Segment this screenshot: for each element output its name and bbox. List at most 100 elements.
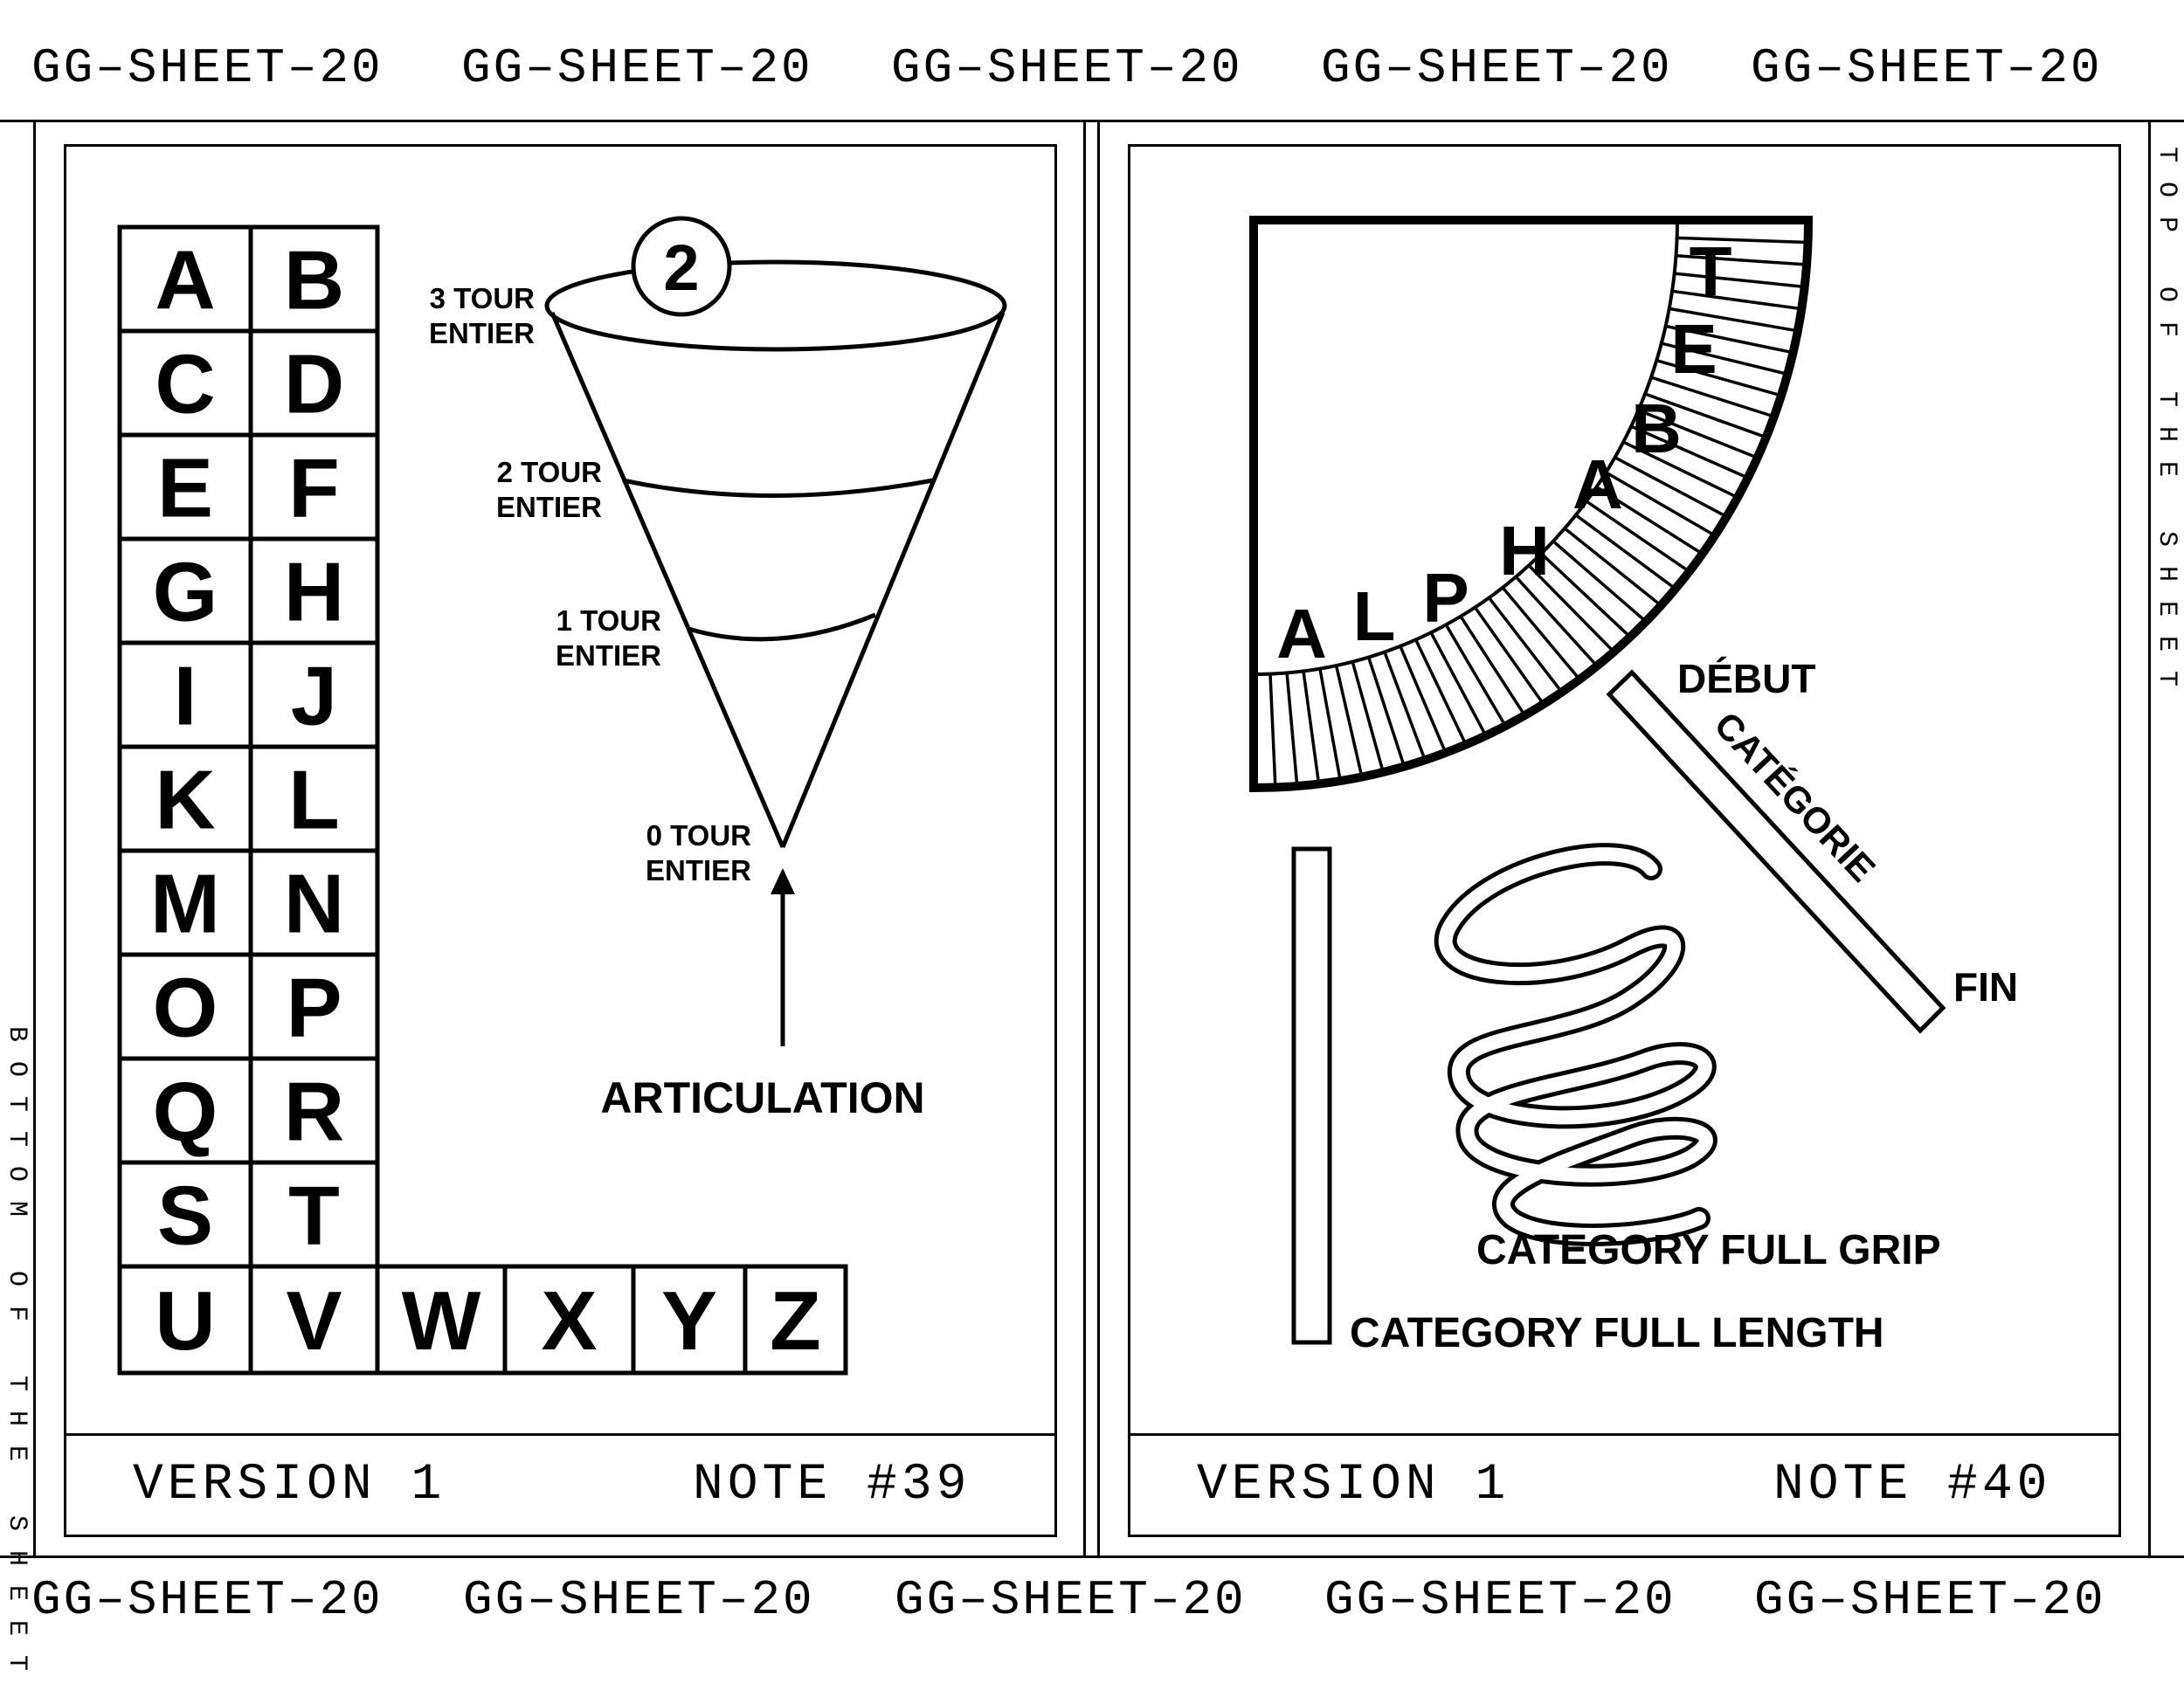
card-40-footer-rule [1128, 1433, 2121, 1436]
level-label: ENTIER [646, 854, 751, 886]
level-label: ENTIER [496, 491, 602, 523]
grid-letter: B [284, 234, 344, 328]
arc-tick [1674, 272, 1805, 289]
arc-tick [1459, 615, 1526, 717]
grid-cell [248, 224, 380, 334]
arc-frame [1249, 216, 1814, 793]
alphabet-arc [1249, 216, 1814, 793]
spring-coil-core [1438, 847, 1713, 1242]
grid-letter: E [157, 442, 213, 535]
grid-letter: Y [661, 1274, 717, 1368]
grid-letter: J [291, 650, 337, 743]
arc-tick [1488, 597, 1564, 693]
arc-letters: A L P H A B E T [1276, 232, 1731, 673]
level-label: ENTIER [556, 639, 661, 672]
grid-letter: G [153, 546, 218, 639]
footer-label: GG–SHEET–20 [895, 1572, 1247, 1628]
right-rule [2148, 120, 2151, 1558]
cone-right-edge [780, 312, 1006, 848]
arc-tick [1605, 471, 1716, 537]
card-40-note: NOTE #40 [1773, 1457, 2052, 1514]
side-label-right: TOP OF THE SHEET [2152, 147, 2181, 707]
card-39-version: VERSION 1 [133, 1457, 446, 1514]
grid-cell [117, 744, 253, 853]
grid-cell [117, 432, 253, 541]
arc-ticks [1268, 236, 1808, 788]
category-length-label: CATEGORY FULL LENGTH [1350, 1310, 1884, 1356]
category-grip-label: CATEGORY FULL GRIP [1476, 1227, 1941, 1273]
grid-letter: X [541, 1274, 597, 1368]
grid-letter: L [288, 754, 340, 847]
top-rule [0, 120, 2184, 122]
card-40-version: VERSION 1 [1197, 1457, 1510, 1514]
grid-letter: V [286, 1274, 342, 1368]
arc-tick [1318, 668, 1343, 782]
grid-letter: W [402, 1274, 481, 1368]
number-circle-text: 2 [663, 231, 699, 304]
number-circle [631, 216, 732, 317]
grid-letter: Q [153, 1066, 218, 1159]
footer-label: GG–SHEET–20 [463, 1572, 815, 1628]
category-length-bar [1291, 846, 1332, 1345]
arc-tick [1637, 409, 1759, 459]
grid-letter: M [150, 858, 220, 951]
cone-left-edge [549, 312, 785, 848]
arc-letter: A [1572, 445, 1623, 523]
header-label: GG–SHEET–20 [31, 40, 384, 96]
grid-letter: Z [770, 1274, 821, 1368]
level-label: 3 TOUR [430, 282, 536, 314]
grid-cell [248, 536, 380, 645]
grid-letter: A [155, 234, 215, 328]
arc-tick [1665, 324, 1794, 355]
grid-cell [248, 328, 380, 438]
cone-diagram [544, 259, 1007, 1046]
arc-tick [1614, 456, 1728, 519]
arc-tick [1383, 651, 1427, 761]
arc-tick [1676, 254, 1807, 266]
arc-tick [1302, 671, 1321, 784]
footer-label: GG–SHEET–20 [1324, 1572, 1676, 1628]
arc-tick [1444, 624, 1507, 728]
arc-letter: A [1276, 595, 1327, 673]
cone-band-1 [688, 612, 876, 642]
cone-band-2 [622, 478, 934, 498]
arc-tick [1669, 307, 1799, 333]
debut-label: DÉBUT [1677, 656, 1815, 701]
side-label-left: BOTTOM OF THE SHEET [2, 1026, 31, 1690]
grid-cell [248, 744, 380, 853]
arc-tick [1334, 665, 1364, 777]
grid-letter: I [174, 650, 197, 743]
center-rule-b [1097, 120, 1100, 1558]
header-label: GG–SHEET–20 [1751, 40, 2103, 96]
grid-cell [248, 1056, 380, 1165]
grid-letter: K [155, 754, 215, 847]
arc-tick [1285, 673, 1299, 787]
arc-tick [1676, 236, 1808, 245]
card-39 [64, 144, 1057, 1537]
arc-tick [1540, 552, 1632, 638]
bottom-rule [0, 1555, 2184, 1558]
arc-tick [1501, 586, 1581, 681]
grid-letter: N [284, 858, 344, 951]
grid-cell [743, 1264, 848, 1376]
arc-tick [1473, 606, 1545, 706]
arc-tick [1414, 638, 1468, 746]
articulation-arrow-head [771, 868, 795, 894]
arc-tick [1661, 341, 1788, 376]
header-band: GG–SHEET–20 GG–SHEET–20 GG–SHEET–20 GG–S… [0, 40, 2184, 101]
arc-letter: P [1422, 559, 1469, 637]
card-39-note: NOTE #39 [693, 1457, 971, 1514]
footer-label: GG–SHEET–20 [1754, 1572, 2106, 1628]
arc-tick [1574, 514, 1676, 590]
grid-cell [248, 640, 380, 749]
arc-tick [1399, 645, 1448, 754]
grid-cell [248, 848, 380, 957]
arc-inner [1253, 219, 1679, 676]
card-39-footer-rule [64, 1433, 1057, 1436]
grid-cell [117, 1160, 253, 1269]
arc-tick [1564, 527, 1662, 607]
arc-tick [1552, 540, 1648, 623]
grid-letter: C [155, 338, 215, 431]
